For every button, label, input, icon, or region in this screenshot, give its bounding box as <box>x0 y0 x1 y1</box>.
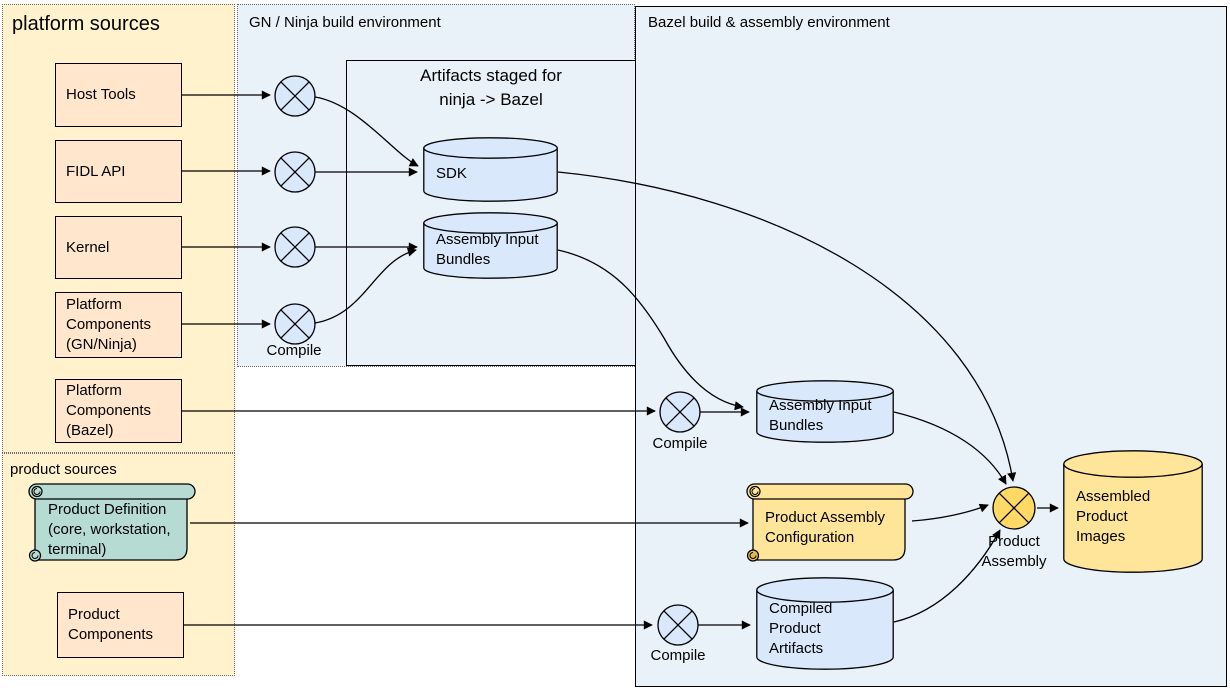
cpa-line1: Compiled <box>769 599 833 617</box>
node-pcbazel-line1: Platform <box>66 382 122 399</box>
aib-bazel-line2: Bundles <box>769 416 824 434</box>
node-assembly-input-bundles-ninja: Assembly Input Bundles <box>423 212 558 279</box>
node-pcgn-line2: Components <box>66 316 152 333</box>
node-platform-components-bazel: Platform Components (Bazel) <box>55 379 182 443</box>
node-kernel: Kernel <box>55 216 182 279</box>
compile-node-pcgn <box>274 303 316 345</box>
proddef-line1: Product Definition <box>48 501 167 518</box>
node-pcbazel-line3: (Bazel) <box>66 422 114 439</box>
node-prodcomp-line2: Components <box>68 626 154 643</box>
cylinder-icon <box>756 380 894 443</box>
node-fidl-api-label: FIDL API <box>66 162 126 180</box>
artifacts-staged-title-line2: ninja -> Bazel <box>439 90 543 109</box>
cylinder-icon <box>423 212 558 279</box>
arrow-aib-ninja-to-aib-bazel <box>557 249 744 411</box>
product-sources-title: product sources <box>10 461 117 478</box>
aib-ninja-line2: Bundles <box>436 250 491 268</box>
cylinder-icon <box>423 137 558 202</box>
product-assembly-label: Product Assembly <box>962 532 1066 572</box>
api-line1: Assembled <box>1076 487 1151 505</box>
compile-node-prodcomp <box>657 604 699 646</box>
paconfig-line2: Configuration <box>765 529 855 546</box>
artifacts-staged-title-line1: Artifacts staged for <box>420 66 562 85</box>
artifacts-staged-title: Artifacts staged for ninja -> Bazel <box>346 64 636 112</box>
node-compiled-product-artifacts: Compiled Product Artifacts <box>756 577 894 670</box>
node-host-tools: Host Tools <box>55 63 182 127</box>
compile-label-bazel-bottom: Compile <box>650 647 706 664</box>
arrow-paconfig-to-product-assembly <box>911 503 989 522</box>
api-line2: Product <box>1076 507 1128 525</box>
arrow-aib-bazel-to-product-assembly <box>893 411 1007 485</box>
product-assembly-label-line1: Product <box>988 533 1040 550</box>
cpa-line3: Artifacts <box>769 639 824 657</box>
node-assembled-product-images: Assembled Product Images <box>1063 450 1203 573</box>
node-platform-components-gn: Platform Components (GN/Ninja) <box>55 292 182 358</box>
node-product-assembly-configuration: Product Assembly Configuration <box>745 482 915 564</box>
proddef-line3: terminal) <box>48 541 107 558</box>
node-product-definition-label: Product Definition (core, workstation, t… <box>48 500 171 560</box>
scroll-shape-icon <box>746 483 914 562</box>
node-assembly-input-bundles-bazel: Assembly Input Bundles <box>756 380 894 443</box>
node-product-components: Product Components <box>57 592 184 658</box>
node-pcbazel-line2: Components <box>66 402 152 419</box>
cpa-line2: Product <box>769 619 821 637</box>
compile-label-gn: Compile <box>266 342 322 359</box>
compile-label-bazel-top: Compile <box>652 435 708 452</box>
arrow-cpa-to-product-assembly <box>893 529 1001 623</box>
bazel-env-title: Bazel build & assembly environment <box>648 14 890 31</box>
compile-node-pcbazel <box>659 391 701 433</box>
node-prodcomp-line1: Product <box>68 606 120 623</box>
product-assembly-label-line2: Assembly <box>981 553 1047 570</box>
node-product-definition: Product Definition (core, workstation, t… <box>27 482 197 564</box>
aib-ninja-line1: Assembly Input <box>436 230 539 248</box>
node-kernel-label: Kernel <box>66 238 110 256</box>
node-fidl-api: FIDL API <box>55 140 182 203</box>
aib-bazel-line1: Assembly Input <box>769 396 872 414</box>
node-pcgn-line3: (GN/Ninja) <box>66 336 137 353</box>
product-assembly-node <box>992 486 1036 530</box>
cylinder-icon <box>1063 450 1203 573</box>
sdk-label: SDK <box>436 164 467 182</box>
api-line3: Images <box>1076 527 1126 545</box>
compile-node-kernel <box>274 226 316 268</box>
cylinder-icon <box>756 577 894 670</box>
scroll-shape-icon <box>28 483 196 562</box>
node-pcgn-line1: Platform <box>66 296 122 313</box>
arrow-compile4-to-aib <box>314 247 417 324</box>
gn-ninja-env-title: GN / Ninja build environment <box>249 14 441 31</box>
proddef-line2: (core, workstation, <box>48 521 171 538</box>
node-sdk: SDK <box>423 137 558 202</box>
arrow-sdk-to-product-assembly <box>557 171 1017 482</box>
platform-sources-title: platform sources <box>12 13 160 35</box>
arrow-compile1-to-sdk <box>314 96 419 167</box>
compile-node-host-tools <box>274 75 316 117</box>
paconfig-line1: Product Assembly <box>765 509 886 526</box>
bazel-env-panel <box>635 6 1227 687</box>
node-host-tools-label: Host Tools <box>66 86 136 103</box>
node-paconfig-label: Product Assembly Configuration <box>765 508 885 548</box>
compile-node-fidl <box>274 151 316 193</box>
